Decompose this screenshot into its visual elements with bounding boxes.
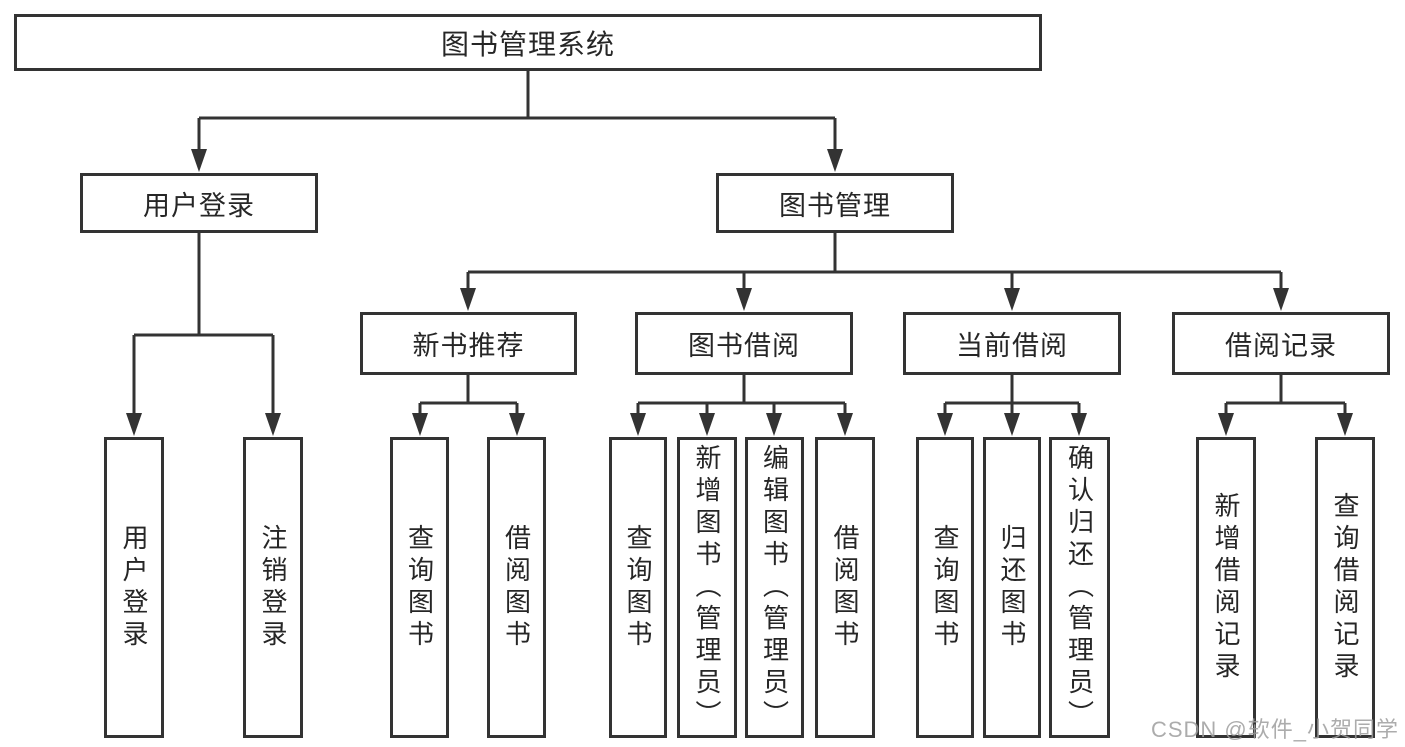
leaf-bb-edit-books-admin-label: 编辑图书（管理员） (759, 443, 790, 732)
leaf-bb-query-books-label: 查询图书 (623, 523, 653, 652)
node-book-management-label: 图书管理 (779, 190, 891, 221)
node-borrowing-records-label: 借阅记录 (1225, 331, 1337, 361)
connector-book-borrow-group (636, 375, 847, 415)
leaf-br-add-borrow-record: 新增借阅记录 (1196, 437, 1256, 738)
leaf-logout: 注销登录 (243, 437, 303, 738)
node-book-borrowing: 图书借阅 (635, 312, 853, 375)
leaf-cb-query-books: 查询图书 (916, 437, 974, 738)
watermark: CSDN @软件_小贺同学 (1150, 717, 1399, 742)
connector-borrow-records-group (1224, 375, 1347, 415)
leaf-logout-label: 注销登录 (258, 523, 288, 652)
leaf-bb-query-books: 查询图书 (609, 437, 667, 738)
node-new-book-recommendation: 新书推荐 (360, 312, 577, 375)
node-book-management: 图书管理 (716, 173, 954, 233)
connector-root-to-level2 (197, 71, 837, 151)
leaf-br-query-borrow-record-label: 查询借阅记录 (1330, 491, 1360, 684)
connector-book-management-group (466, 233, 1283, 290)
leaf-cb-return-books-label: 归还图书 (997, 523, 1027, 652)
leaf-bb-edit-books-admin: 编辑图书（管理员） (745, 437, 804, 738)
leaf-user-login-label: 用户登录 (119, 523, 149, 652)
node-user-login: 用户登录 (80, 173, 318, 233)
node-current-borrowing-label: 当前借阅 (956, 331, 1068, 361)
leaf-user-login: 用户登录 (104, 437, 164, 738)
leaf-cb-confirm-return-admin: 确认归还（管理员） (1049, 437, 1110, 738)
node-borrowing-records: 借阅记录 (1172, 312, 1390, 375)
arrowheads (126, 149, 1353, 436)
node-current-borrowing: 当前借阅 (903, 312, 1121, 375)
leaf-cb-confirm-return-admin-label: 确认归还（管理员） (1064, 443, 1095, 732)
leaf-br-add-borrow-record-label: 新增借阅记录 (1211, 491, 1241, 684)
leaf-bb-add-books-admin: 新增图书（管理员） (677, 437, 737, 738)
leaf-br-query-borrow-record: 查询借阅记录 (1315, 437, 1375, 738)
connector-current-borrow-group (943, 375, 1081, 415)
leaf-bb-add-books-admin-label: 新增图书（管理员） (692, 443, 722, 732)
connector-new-book-group (418, 375, 519, 415)
node-new-book-recommendation-label: 新书推荐 (412, 331, 525, 361)
leaf-bb-borrow-books-label: 借阅图书 (830, 523, 860, 652)
leaf-cb-return-books: 归还图书 (983, 437, 1041, 738)
leaf-nb-query-books: 查询图书 (390, 437, 449, 738)
leaf-nb-borrow-books: 借阅图书 (487, 437, 546, 738)
leaf-nb-query-books-label: 查询图书 (404, 523, 435, 652)
node-book-borrowing-label: 图书借阅 (688, 331, 800, 361)
leaf-nb-borrow-books-label: 借阅图书 (501, 523, 532, 652)
connector-user-login-group (132, 233, 275, 414)
node-root-label: 图书管理系统 (440, 28, 615, 60)
node-root: 图书管理系统 (14, 14, 1042, 71)
leaf-bb-borrow-books: 借阅图书 (815, 437, 875, 738)
leaf-cb-query-books-label: 查询图书 (930, 523, 960, 652)
node-user-login-label: 用户登录 (143, 190, 255, 221)
